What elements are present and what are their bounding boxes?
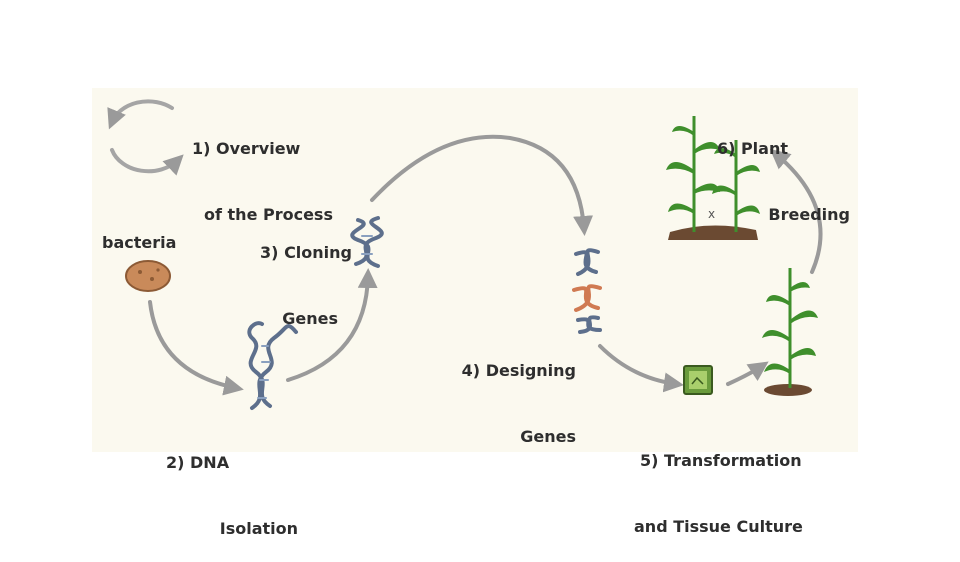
step-3-line-1: 3) Cloning: [232, 242, 352, 264]
step-4-label: 4) Designing Genes: [420, 316, 576, 470]
bacteria-label: bacteria: [102, 232, 176, 254]
arrow-cloning-to-designing: [372, 137, 584, 228]
arrow-designing-to-transformation: [600, 346, 676, 384]
young-plant-icon: [762, 268, 818, 396]
bacterium-icon: [126, 261, 170, 291]
step-3-line-2: Genes: [232, 308, 352, 330]
step-6-line-2: Breeding: [700, 204, 850, 226]
dna-designed-icon: [574, 250, 600, 332]
arrow-transformation-to-plant: [728, 366, 762, 384]
step-4-line-2: Genes: [420, 426, 576, 448]
step-2-line-1: 2) DNA: [162, 452, 298, 474]
step-3-label: 3) Cloning Genes: [232, 198, 352, 352]
step-6-line-1: 6) Plant: [700, 138, 850, 160]
step-5-label: 5) Transformation and Tissue Culture: [634, 406, 803, 560]
dna-cloned-icon: [352, 218, 382, 266]
step-2-line-2: Isolation: [162, 518, 298, 540]
tissue-culture-icon: [684, 366, 712, 394]
step-2-label: 2) DNA Isolation: [162, 408, 298, 562]
step-1-line-1: 1) Overview: [192, 138, 333, 160]
step-4-line-1: 4) Designing: [420, 360, 576, 382]
step-5-line-2: and Tissue Culture: [634, 516, 803, 538]
step-6-label: 6) Plant Breeding: [700, 94, 850, 248]
arrow-bacteria-to-dna: [150, 302, 236, 388]
cycle-icon: [112, 101, 178, 171]
step-5-line-1: 5) Transformation: [634, 450, 803, 472]
